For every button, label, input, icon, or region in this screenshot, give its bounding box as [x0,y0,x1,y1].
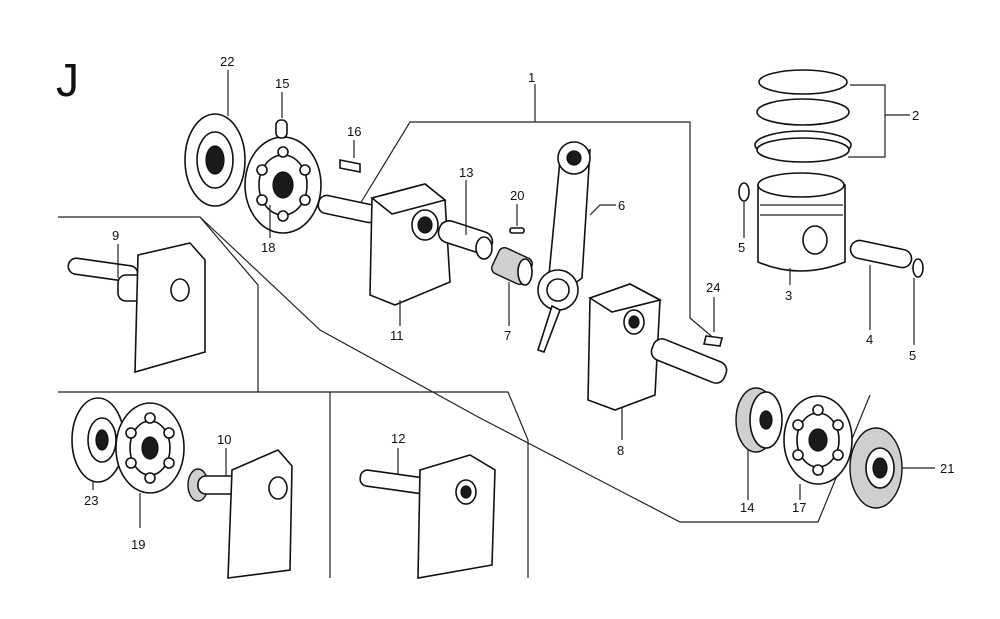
callout-13: 13 [459,165,473,180]
part-10-crankshaft-variant [187,449,293,579]
callout-2: 2 [912,108,919,123]
part-16-key [339,159,361,173]
callout-18: 18 [261,240,275,255]
callout-4: 4 [866,332,873,347]
part-12-crankshaft-variant [359,454,496,579]
callout-14: 14 [740,500,754,515]
callout-15: 15 [275,76,289,91]
part-8-crankshaft [587,283,728,411]
part-2-piston-rings [754,69,852,163]
callout-11: 11 [390,328,404,343]
callout-numbers: 1 2 3 4 5 5 6 7 8 9 10 11 12 13 14 15 16… [84,54,954,552]
part-15-dowel-pin [275,119,288,139]
leader-lines [92,70,935,528]
callout-6: 6 [618,198,625,213]
callout-17: 17 [792,500,806,515]
callout-1: 1 [528,70,535,85]
callout-19: 19 [131,537,145,552]
part-3-piston [757,172,846,272]
callout-23: 23 [84,493,98,508]
section-letter: J [56,54,79,106]
callout-16: 16 [347,124,361,139]
callout-8: 8 [617,443,624,458]
part-14-gear [735,387,783,453]
part-5-circlip-a [738,182,750,202]
part-24-key [703,335,723,347]
part-21-oil-seal [849,427,903,509]
callout-20: 20 [510,188,524,203]
variant-frame-lines [58,216,871,578]
part-20-pin [509,227,525,234]
callout-22: 22 [220,54,234,69]
callout-10: 10 [217,432,231,447]
part-9-crankshaft-variant [67,242,206,374]
callout-9: 9 [112,228,119,243]
callout-5b: 5 [909,348,916,363]
part-18-bearing [244,136,322,234]
part-11-crankshaft [317,183,494,306]
part-6-connecting-rod [536,141,591,354]
part-7-needle-bearing [491,246,533,286]
part-13-crank-pin [475,236,493,260]
part-19-bearing [115,402,185,494]
callout-3: 3 [785,288,792,303]
callout-12: 12 [391,431,405,446]
callout-7: 7 [504,328,511,343]
part-22-oil-seal [184,113,246,207]
part-5-circlip-b [912,258,924,278]
part-4-piston-pin [849,239,913,269]
callout-24: 24 [706,280,720,295]
callout-21: 21 [940,461,954,476]
part-17-bearing [783,395,853,485]
callout-5a: 5 [738,240,745,255]
